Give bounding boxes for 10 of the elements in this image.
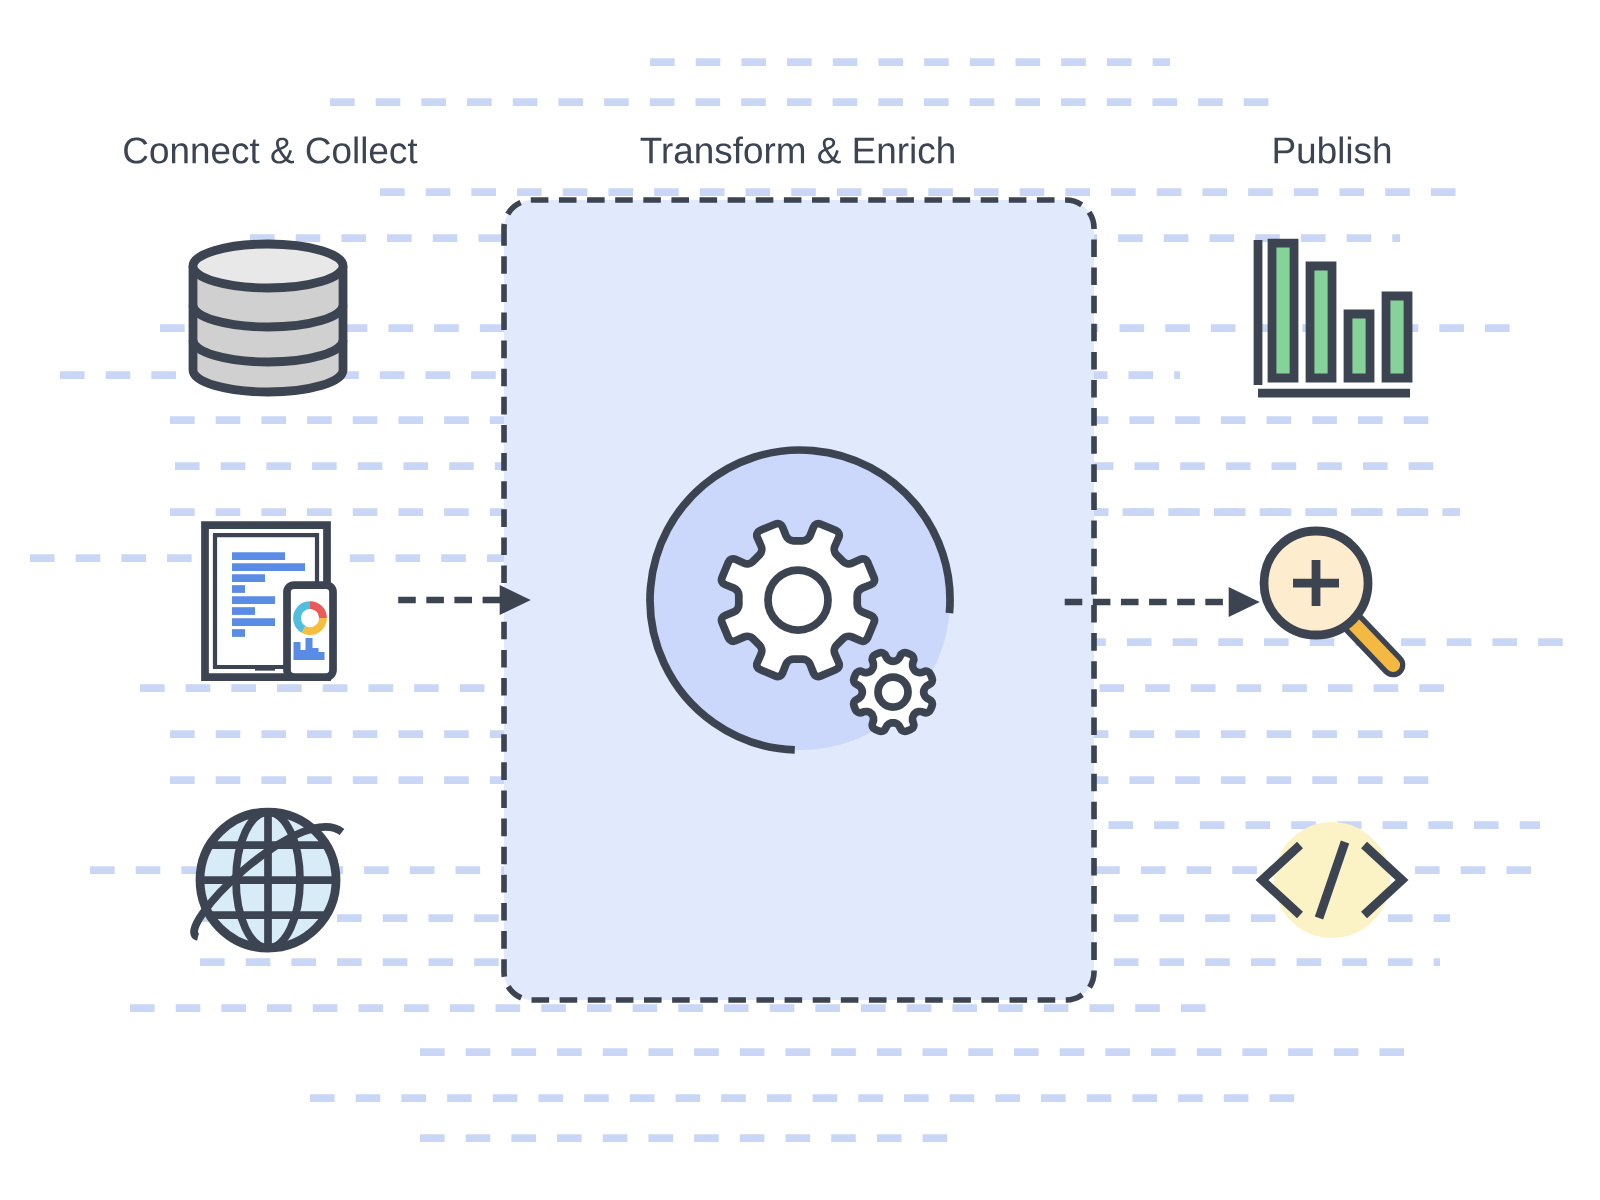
column-heading: Transform & Enrich: [632, 129, 964, 171]
devices-icon: [201, 521, 337, 681]
column-heading: Publish: [1264, 129, 1400, 171]
column-heading: Connect & Collect: [115, 129, 425, 171]
globe-icon: [190, 807, 344, 953]
bar-chart-icon: [1253, 238, 1413, 398]
gear-circle-icon: [646, 446, 954, 754]
code-icon: [1255, 822, 1409, 938]
database-icon: [188, 239, 348, 397]
magnifier-icon: [1259, 526, 1406, 678]
